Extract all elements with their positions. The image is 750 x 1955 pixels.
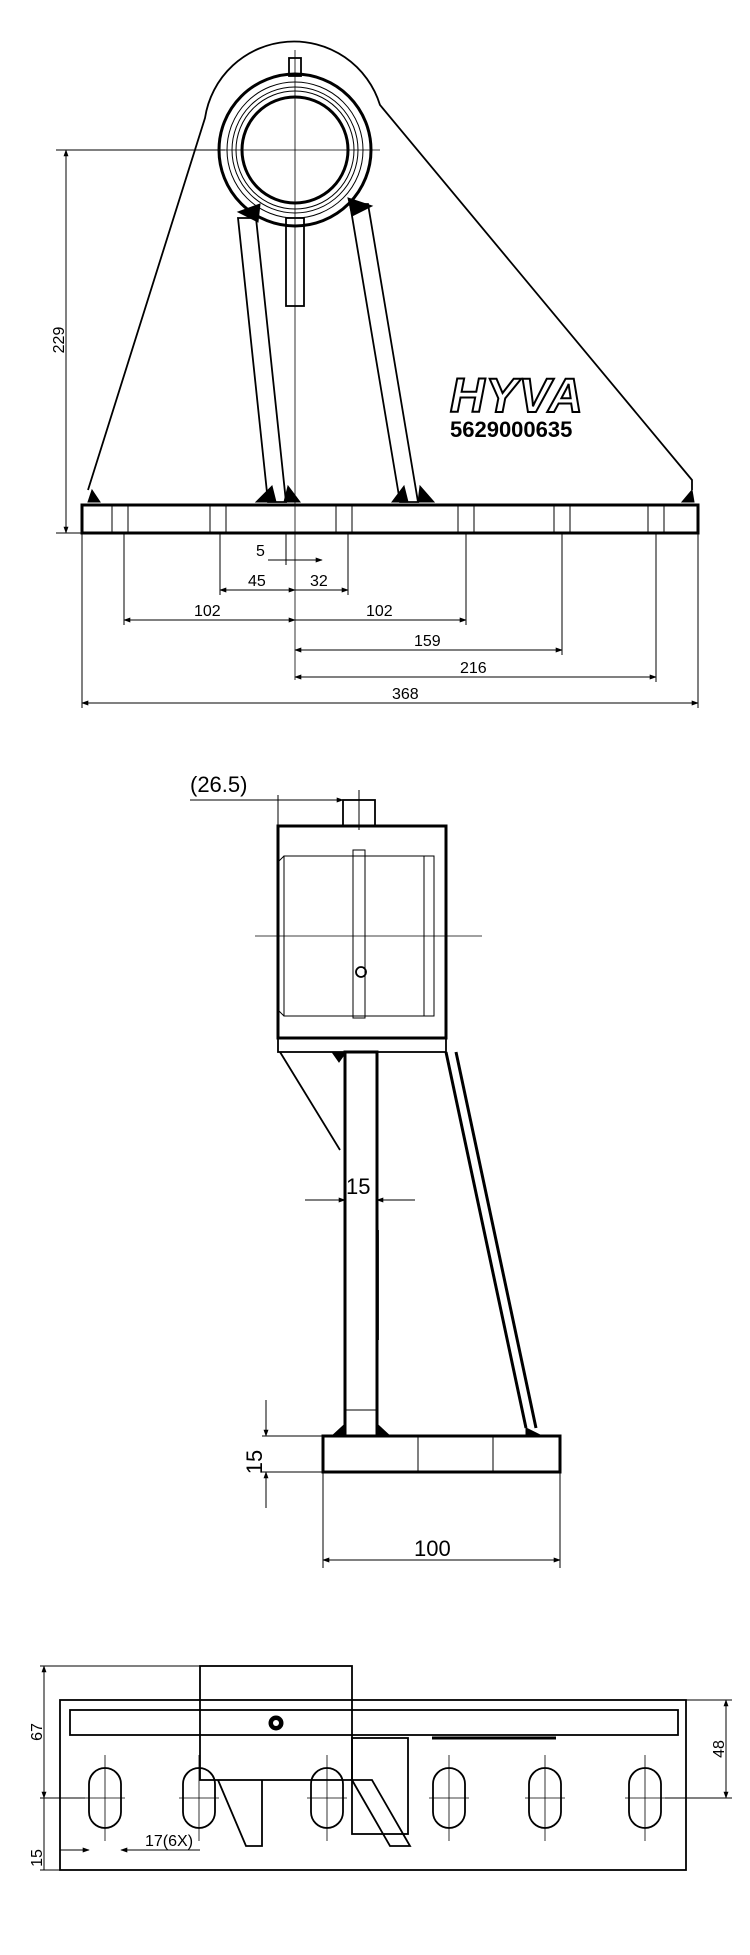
plan-bar bbox=[69, 1709, 679, 1736]
dim-102-right: 102 bbox=[366, 603, 393, 620]
dim-slots: 17(6X) bbox=[145, 1833, 193, 1850]
dim-5: 5 bbox=[256, 543, 265, 560]
dim-web: 15 bbox=[346, 1174, 370, 1199]
plan-view: 67 15 48 17(6X) bbox=[29, 1665, 732, 1871]
dim-height: 229 bbox=[51, 327, 68, 354]
side-web bbox=[343, 1050, 379, 1438]
dim-102-left: 102 bbox=[194, 603, 221, 620]
side-base bbox=[321, 1434, 562, 1474]
dim-216: 216 bbox=[460, 660, 487, 677]
hyva-logo: HYVA bbox=[450, 370, 584, 423]
right-strut bbox=[348, 203, 420, 503]
base-slots bbox=[111, 505, 665, 533]
dim-15-plan: 15 bbox=[29, 1849, 46, 1867]
plan-base-plate bbox=[59, 1699, 687, 1871]
dim-base-width: 100 bbox=[414, 1536, 451, 1561]
front-base-plate bbox=[80, 503, 700, 535]
plan-tube bbox=[199, 1665, 353, 1781]
dim-368: 368 bbox=[392, 686, 419, 703]
dim-32: 32 bbox=[310, 573, 328, 590]
side-view: (26.5) 15 15 100 bbox=[190, 772, 562, 1568]
front-view: HYVA 5629000635 229 5 45 32 102 bbox=[51, 40, 700, 708]
gusset-outline bbox=[87, 40, 693, 491]
side-tube-housing bbox=[276, 824, 448, 1040]
dim-67: 67 bbox=[29, 1723, 46, 1741]
left-strut bbox=[236, 217, 288, 503]
dim-base-thickness: 15 bbox=[242, 1450, 267, 1474]
dim-45: 45 bbox=[248, 573, 266, 590]
dim-48: 48 bbox=[711, 1740, 728, 1758]
dim-159: 159 bbox=[414, 633, 441, 650]
dim-offset: (26.5) bbox=[190, 772, 247, 797]
part-number: 5629000635 bbox=[450, 417, 572, 442]
